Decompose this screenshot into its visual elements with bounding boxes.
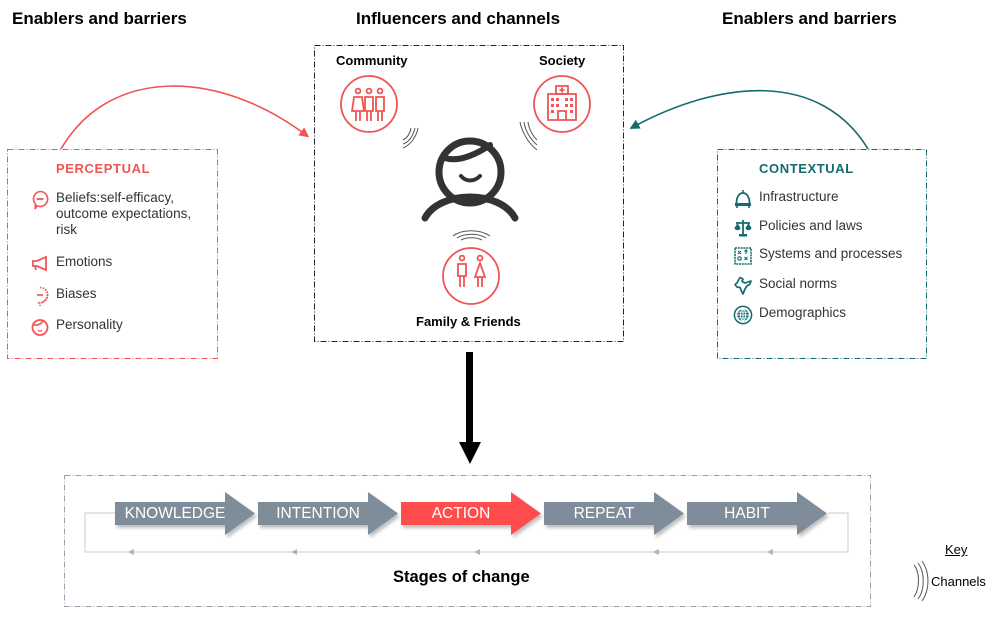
stage-repeat[interactable]: REPEAT	[573, 505, 635, 522]
stage-chevron[interactable]	[544, 492, 684, 535]
perceptual-item-beliefs: Beliefs:self-efficacy, outcome expectati…	[30, 190, 210, 238]
contextual-item-label: Policies and laws	[759, 218, 863, 233]
center-section-title: Influencers and channels	[356, 9, 561, 28]
down-arrow	[459, 352, 481, 464]
stage-chevron[interactable]	[687, 492, 827, 535]
perceptual-title: PERCEPTUAL	[56, 161, 151, 176]
contextual-item-label: Demographics	[759, 305, 847, 320]
family-friends-icon	[442, 247, 500, 305]
contextual-title: CONTEXTUAL	[759, 161, 854, 176]
contextual-item-policies: Policies and laws	[733, 218, 863, 238]
channel-waves-family	[452, 230, 491, 241]
society-label: Society	[539, 53, 586, 68]
perceptual-item-label: Beliefs:self-efficacy, outcome expectati…	[56, 190, 192, 237]
stage-chevron[interactable]	[401, 492, 541, 535]
key-channels-label: Channels	[931, 574, 986, 589]
channel-waves-community	[402, 127, 419, 149]
stage-action[interactable]: ACTION	[431, 505, 491, 522]
key-title: Key	[945, 542, 968, 557]
stage-chevron[interactable]	[258, 492, 398, 535]
perceptual-box	[7, 149, 218, 359]
megaphone-icon	[32, 255, 47, 272]
community-icon	[340, 75, 398, 133]
india-map-icon	[734, 276, 752, 295]
contextual-item-label: Infrastructure	[759, 189, 839, 204]
influencers-box	[314, 45, 624, 342]
perceptual-curved-arrow	[60, 85, 310, 150]
perceptual-item-emotions: Emotions	[30, 254, 112, 274]
dome-building-icon	[735, 190, 751, 208]
stage-knowledge[interactable]: KNOWLEDGE	[124, 505, 226, 522]
right-section-title: Enablers and barriers	[722, 9, 897, 28]
strategy-board-icon	[734, 247, 752, 265]
perceptual-item-label: Biases	[56, 286, 97, 301]
face-icon	[31, 319, 49, 336]
scales-icon	[734, 220, 752, 237]
perceptual-item-label: Personality	[56, 317, 123, 332]
contextual-item-social-norms: Social norms	[733, 276, 837, 296]
stage-intention[interactable]: INTENTION	[276, 505, 360, 522]
contextual-item-label: Social norms	[759, 276, 838, 291]
perceptual-item-label: Emotions	[56, 254, 113, 269]
feedback-loop-arrowheads	[128, 549, 773, 555]
channel-waves-society	[519, 121, 538, 151]
stage-habit[interactable]: HABIT	[724, 505, 770, 522]
key-channels-icon	[913, 560, 929, 602]
family-friends-label: Family & Friends	[416, 314, 521, 329]
contextual-box	[717, 149, 927, 359]
contextual-item-label: Systems and processes	[759, 246, 903, 261]
feedback-loop	[84, 512, 849, 553]
stages-box	[64, 475, 871, 607]
globe-icon	[733, 305, 753, 325]
contextual-curved-arrow	[629, 89, 869, 150]
speech-bubble-minus-icon	[32, 190, 49, 210]
perceptual-item-biases: Biases	[30, 286, 97, 306]
contextual-item-demographics: Demographics	[733, 305, 846, 325]
contextual-item-systems: Systems and processes	[733, 246, 902, 266]
community-label: Community	[336, 53, 408, 68]
stages-title: Stages of change	[393, 568, 530, 586]
perceptual-item-personality: Personality	[30, 317, 123, 337]
dotted-bubble-icon	[36, 286, 49, 306]
person-icon	[421, 137, 519, 222]
stage-chevron[interactable]	[115, 492, 255, 535]
left-section-title: Enablers and barriers	[12, 9, 187, 28]
contextual-item-infrastructure: Infrastructure	[733, 189, 839, 209]
society-icon	[533, 75, 591, 133]
